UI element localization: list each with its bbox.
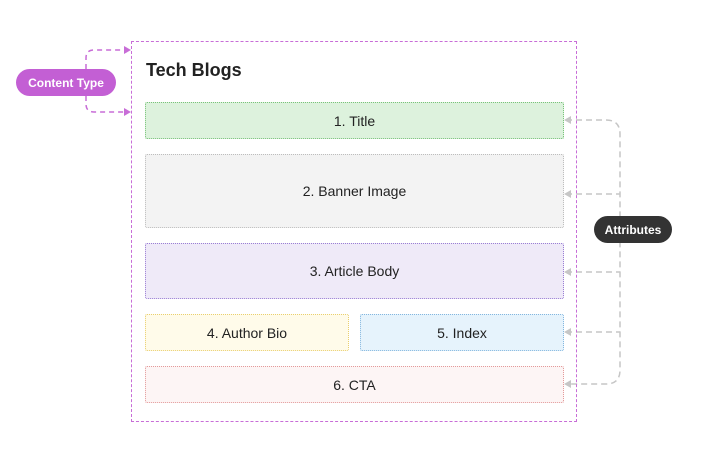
content-type-pill: Content Type bbox=[16, 69, 116, 96]
content-type-arrow-top bbox=[124, 46, 131, 54]
content-type-arrow-bottom bbox=[124, 108, 131, 116]
block-author-bio: 4. Author Bio bbox=[145, 314, 349, 351]
content-type-connector-bottom bbox=[85, 96, 128, 113]
attributes-arrow-title bbox=[564, 116, 571, 124]
block-banner-image: 2. Banner Image bbox=[145, 154, 564, 228]
attributes-pill: Attributes bbox=[594, 216, 672, 243]
attributes-arrow-body bbox=[564, 268, 571, 276]
attributes-spine bbox=[566, 119, 621, 385]
block-title: 1. Title bbox=[145, 102, 564, 139]
attributes-arrow-index bbox=[564, 328, 571, 336]
block-article-body: 3. Article Body bbox=[145, 243, 564, 299]
block-cta: 6. CTA bbox=[145, 366, 564, 403]
content-type-frame bbox=[131, 41, 577, 422]
attributes-arrow-cta bbox=[564, 380, 571, 388]
frame-title: Tech Blogs bbox=[146, 60, 242, 80]
content-type-connector bbox=[85, 49, 128, 69]
block-index: 5. Index bbox=[360, 314, 564, 351]
attributes-arrow-banner bbox=[564, 190, 571, 198]
